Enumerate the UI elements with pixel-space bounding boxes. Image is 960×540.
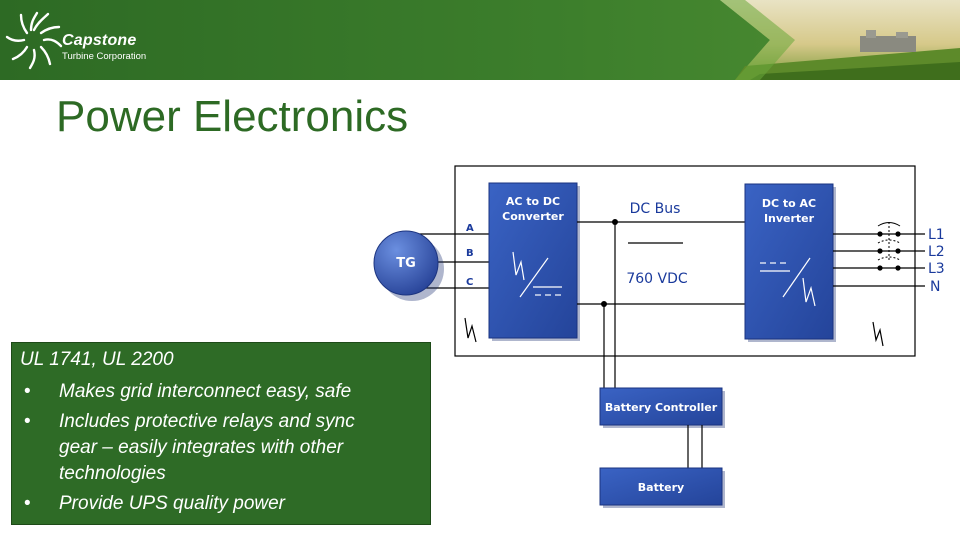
feature-item: Provide UPS quality power (12, 491, 389, 517)
output-waveform-icon (872, 321, 884, 347)
dc-ac-symbol (760, 257, 816, 307)
output-label-l2: L2 (928, 244, 945, 260)
dc-voltage-label: 760 VDC (626, 271, 688, 287)
phase-label-c: C (466, 277, 473, 288)
tg-label: TG (396, 256, 416, 271)
dc-ac-label-line1: DC to AC (762, 197, 816, 210)
feature-item: Makes grid interconnect easy, safe (12, 379, 389, 405)
feature-list: Makes grid interconnect easy, safe Inclu… (12, 379, 389, 521)
callout-heading: UL 1741, UL 2200 (20, 349, 174, 370)
ac-dc-label-line2: Converter (502, 210, 564, 223)
page-title: Power Electronics (56, 92, 409, 141)
logo-name: Capstone (62, 32, 137, 49)
dc-ac-label-line2: Inverter (764, 212, 815, 225)
dc-bus-label: DC Bus (630, 201, 681, 217)
ac-dc-symbol (512, 251, 562, 298)
battery-label: Battery (638, 481, 684, 494)
battery-controller-block (599, 387, 723, 426)
turbine-swirl-icon (5, 11, 63, 70)
output-label-n: N (930, 279, 940, 295)
phase-label-a: A (466, 223, 474, 234)
phase-label-b: B (466, 248, 474, 259)
header-background (0, 0, 960, 80)
output-label-l1: L1 (928, 227, 945, 243)
ac-dc-label-line1: AC to DC (506, 195, 560, 208)
turbine-generator (373, 230, 439, 296)
feature-item: Includes protective relays and sync gear… (12, 409, 389, 487)
battery-controller-label: Battery Controller (605, 401, 718, 414)
enclosure-frame (454, 165, 916, 357)
features-callout: UL 1741, UL 2200 Makes grid interconnect… (11, 342, 431, 525)
dc-ac-inverter-block (744, 183, 834, 340)
battery-block (599, 467, 723, 506)
logo-subtitle: Turbine Corporation (62, 51, 147, 62)
output-contactors (877, 222, 901, 271)
header-banner: Capstone Turbine Corporation (0, 0, 960, 80)
turbine-building (860, 36, 916, 52)
output-label-l3: L3 (928, 261, 945, 277)
ac-dc-converter-block (488, 182, 578, 339)
input-waveform-icon (464, 317, 477, 343)
